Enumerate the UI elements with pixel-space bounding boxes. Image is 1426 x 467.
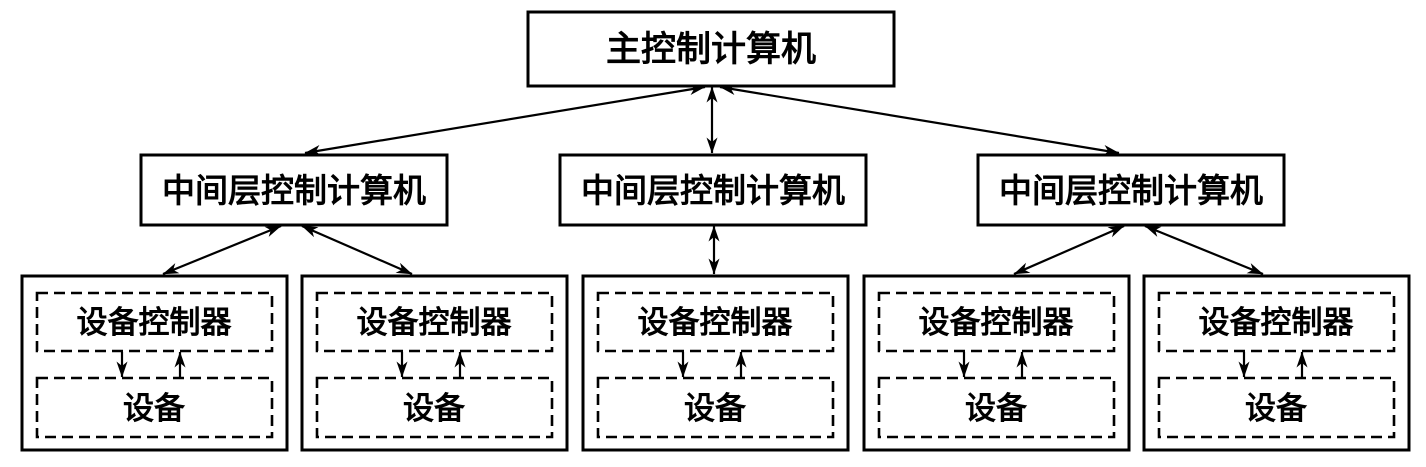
- device-unit-5: 设备控制器 设备: [1142, 274, 1411, 452]
- link-main-mid3: [719, 84, 1120, 156]
- device-controller-label-4: 设备控制器: [919, 305, 1075, 340]
- device-unit-4: 设备控制器 设备: [862, 274, 1131, 452]
- device-box-4: [877, 376, 1116, 439]
- device-label-5: 设备: [1245, 391, 1308, 426]
- device-label-2: 设备: [403, 391, 466, 426]
- mid-computer-box-3: [976, 153, 1286, 227]
- device-label-4: 设备: [965, 391, 1028, 426]
- mid-computer-node-2: 中间层控制计算机: [558, 153, 868, 227]
- device-label-3: 设备: [684, 391, 747, 426]
- device-unit-3: 设备控制器 设备: [581, 274, 850, 452]
- link-layer: [162, 84, 1264, 276]
- device-controller-box-3: [596, 291, 835, 353]
- link-mid3-unit4: [1013, 224, 1125, 276]
- device-label-1: 设备: [123, 391, 186, 426]
- device-box-3: [596, 376, 835, 439]
- device-controller-box-5: [1157, 291, 1396, 353]
- main-computer-node: 主控制计算机: [526, 10, 896, 88]
- device-controller-label-5: 设备控制器: [1199, 305, 1355, 340]
- link-mid1-unit1: [162, 224, 282, 276]
- device-controller-box-2: [315, 291, 554, 353]
- device-controller-box-1: [35, 291, 274, 353]
- mid-computer-label-1: 中间层控制计算机: [162, 172, 426, 210]
- mid-computer-box-2: [558, 153, 868, 227]
- main-computer-box: [526, 10, 896, 88]
- device-controller-label-1: 设备控制器: [77, 305, 233, 340]
- mid-computer-node-1: 中间层控制计算机: [139, 153, 449, 227]
- link-mid1-unit2: [301, 224, 413, 276]
- mid-computer-box-1: [139, 153, 449, 227]
- device-unit-1: 设备控制器 设备: [20, 274, 289, 452]
- device-controller-label-2: 设备控制器: [357, 305, 513, 340]
- device-box-5: [1157, 376, 1396, 439]
- mid-computer-label-3: 中间层控制计算机: [999, 172, 1263, 210]
- main-computer-label: 主控制计算机: [606, 30, 816, 69]
- device-controller-box-4: [877, 291, 1116, 353]
- device-box-2: [315, 376, 554, 439]
- device-unit-2: 设备控制器 设备: [300, 274, 569, 452]
- device-box-1: [35, 376, 274, 439]
- device-controller-label-3: 设备控制器: [638, 305, 794, 340]
- link-mid3-unit5: [1144, 224, 1264, 276]
- mid-computer-label-2: 中间层控制计算机: [581, 172, 845, 210]
- mid-computer-node-3: 中间层控制计算机: [976, 153, 1286, 227]
- link-main-mid1: [304, 84, 706, 156]
